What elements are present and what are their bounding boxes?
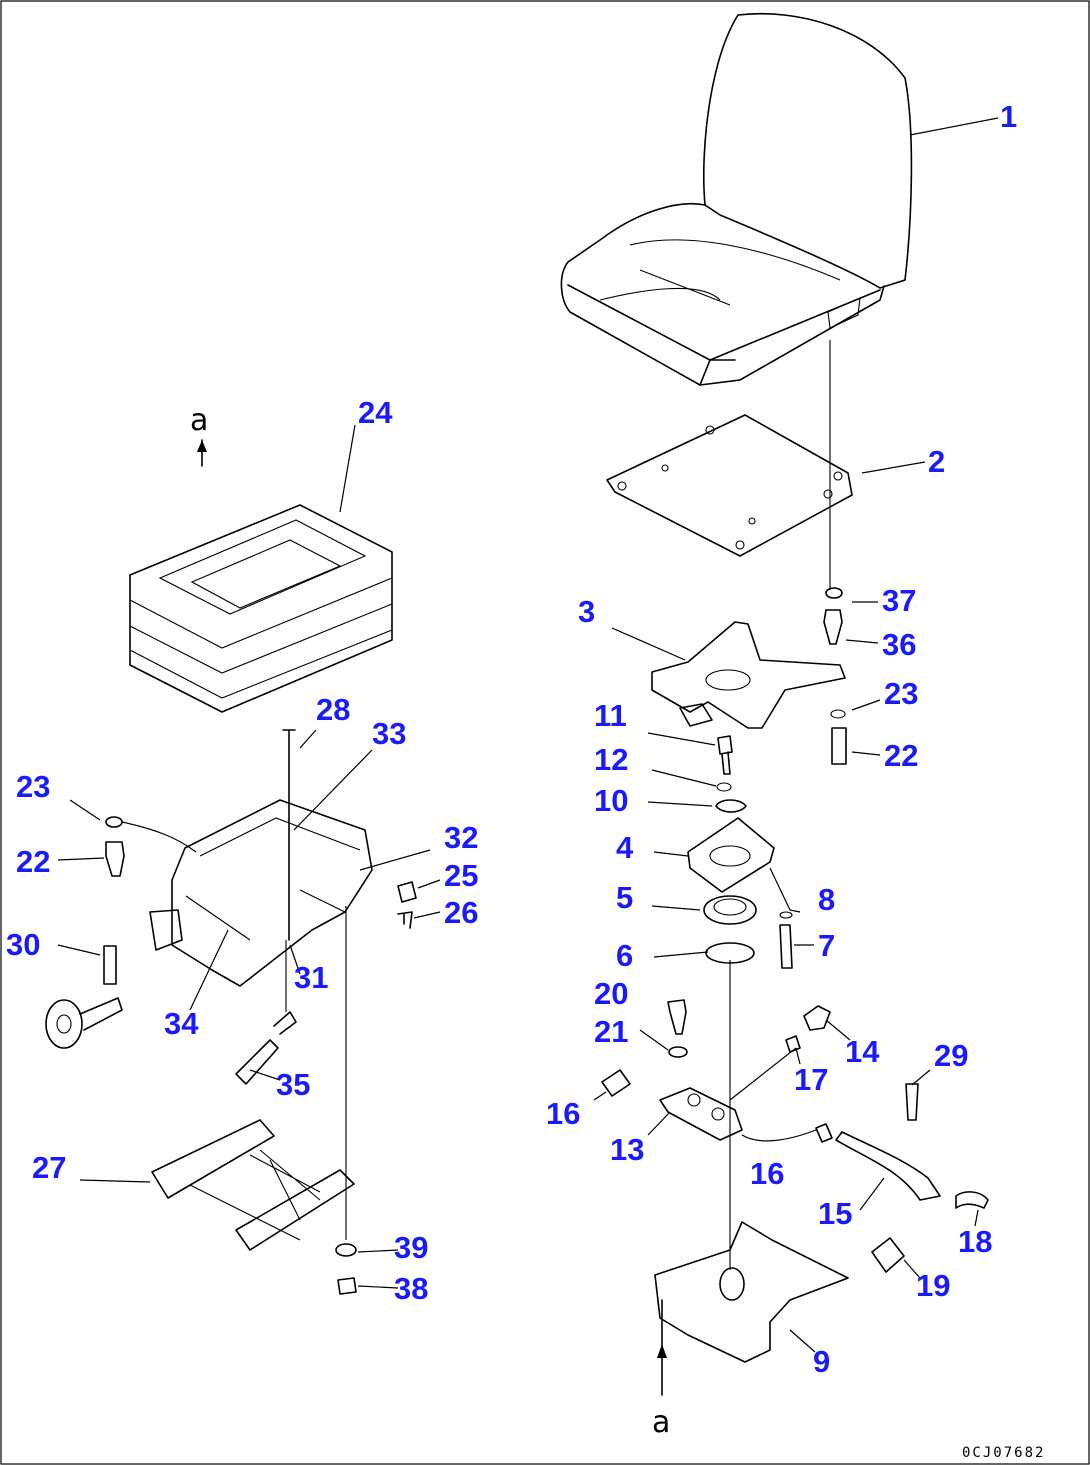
ref-arrow-top-head (197, 440, 207, 452)
part-bellows (129, 504, 393, 713)
part-washer-37 (825, 587, 843, 599)
callout-39: 39 (394, 1230, 428, 1265)
callout-37: 37 (882, 583, 916, 618)
part-washer-21 (668, 1046, 688, 1058)
callout-35: 35 (276, 1067, 310, 1102)
callout-4: 4 (616, 830, 634, 865)
ref-mark-bottom: a (652, 1405, 670, 1440)
part-pin-16-right (815, 1123, 833, 1143)
part-bolt-22-right (831, 727, 847, 765)
part-bolt-22-left (105, 841, 125, 877)
callout-36: 36 (882, 627, 916, 662)
callout-29: 29 (934, 1038, 968, 1073)
callout-22-left: 22 (16, 844, 50, 879)
part-nut-25 (397, 881, 417, 903)
part-washer-23-left (105, 816, 123, 828)
callout-27: 27 (32, 1150, 66, 1185)
callout-labels: 1 2 3 4 5 6 7 8 9 10 11 12 13 14 15 16 1… (6, 99, 1017, 1379)
callout-21: 21 (594, 1014, 628, 1049)
part-suspension (149, 799, 373, 987)
part-pin-29 (905, 1083, 919, 1121)
callout-1: 1 (1000, 99, 1017, 134)
part-clip-14 (803, 1005, 831, 1031)
callout-31: 31 (294, 960, 328, 995)
part-lever-15 (835, 1131, 941, 1201)
leader-lines (57, 117, 999, 1353)
part-swivel-plate (651, 621, 846, 729)
callout-14: 14 (845, 1034, 880, 1069)
part-spring (703, 895, 757, 925)
callout-17: 17 (794, 1062, 828, 1097)
part-washer-39 (335, 1243, 357, 1257)
part-knob-34 (45, 997, 123, 1049)
part-bolt-7 (779, 911, 793, 969)
callout-38: 38 (394, 1271, 428, 1306)
callout-16-left: 16 (546, 1096, 580, 1131)
part-base-9 (654, 1221, 849, 1363)
part-knob-19 (871, 1237, 905, 1273)
callout-13: 13 (610, 1132, 644, 1167)
callout-3: 3 (578, 594, 595, 629)
callout-23-left: 23 (16, 769, 50, 804)
part-bearing-plate (687, 817, 775, 893)
callout-10: 10 (594, 783, 628, 818)
callout-23-right: 23 (884, 676, 918, 711)
part-rod-28 (282, 729, 296, 941)
callout-25: 25 (444, 858, 478, 893)
part-bolt-11 (717, 735, 733, 775)
part-pin-30 (103, 945, 117, 985)
part-bolt-36 (823, 609, 843, 645)
callout-5: 5 (616, 880, 633, 915)
callout-6: 6 (616, 938, 633, 973)
part-seat-plate (606, 414, 853, 557)
part-pin-16-left (601, 1069, 631, 1097)
callout-28: 28 (316, 692, 350, 727)
part-lock-body (659, 1087, 743, 1141)
callout-20: 20 (594, 976, 628, 1011)
callout-19: 19 (916, 1268, 950, 1303)
callout-33: 33 (372, 716, 406, 751)
callout-34: 34 (164, 1006, 199, 1041)
ref-mark-top: a (190, 403, 208, 438)
drawing-code: 0CJ07682 (962, 1445, 1045, 1461)
part-washer-23-right (830, 709, 846, 719)
callout-26: 26 (444, 895, 478, 930)
callout-22-right: 22 (884, 738, 918, 773)
part-clip-26 (397, 911, 413, 929)
part-washer-12 (716, 782, 732, 792)
part-ring-10 (715, 799, 747, 813)
callout-12: 12 (594, 742, 628, 777)
callout-2: 2 (928, 444, 945, 479)
callout-11: 11 (594, 698, 627, 733)
callout-24: 24 (358, 395, 393, 430)
callout-9: 9 (813, 1344, 830, 1379)
part-rail-frame (151, 1119, 355, 1251)
callout-7: 7 (818, 928, 835, 963)
part-bolt-20 (667, 999, 687, 1035)
callout-15: 15 (818, 1196, 852, 1231)
callout-32: 32 (444, 820, 478, 855)
part-spring-18 (955, 1191, 989, 1209)
part-spring-17 (785, 1035, 801, 1053)
part-nut-38 (337, 1277, 357, 1295)
callout-8: 8 (818, 882, 835, 917)
ref-arrow-head (657, 1344, 667, 1358)
part-seat (560, 12, 913, 386)
callout-16-right: 16 (750, 1156, 784, 1191)
part-damper-35 (235, 1011, 297, 1085)
callout-18: 18 (958, 1224, 992, 1259)
callout-30: 30 (6, 927, 40, 962)
